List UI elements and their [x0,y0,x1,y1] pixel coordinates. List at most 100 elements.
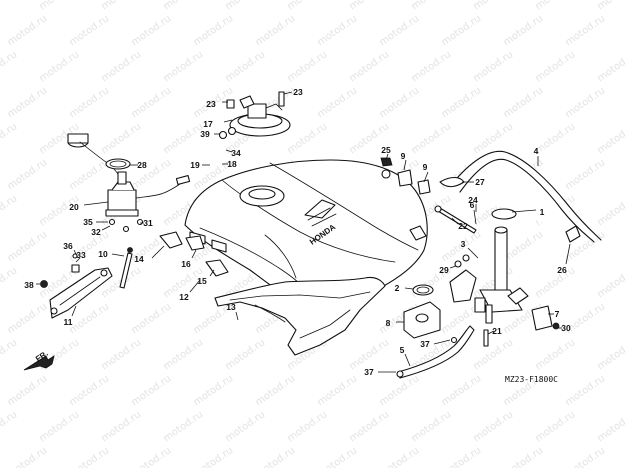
watermark-text: motod.ru [471,337,515,372]
watermark-text: motod.ru [191,445,235,468]
watermark-text: motod.ru [223,337,267,372]
callout-leader [404,287,414,290]
watermark-text: motod.ru [563,13,607,48]
watermark-text: motod.ru [533,337,577,372]
callout-leader [235,311,239,321]
callout-number: 38 [24,280,34,290]
watermark-text: motod.ru [533,0,577,12]
callout-number: 32 [91,227,101,237]
watermark-text: motod.ru [161,0,205,12]
watermark-text: motod.ru [67,373,111,408]
watermark-text: motod.ru [377,13,421,48]
watermark-text: motod.ru [5,13,49,48]
mount-bolt [437,207,477,234]
callout-number: 3 [461,239,466,249]
watermark-text: motod.ru [315,445,359,468]
watermark-text: motod.ru [67,85,111,120]
watermark-text: motod.ru [129,301,173,336]
callout-number: 9 [401,151,406,161]
callout-number: 4 [534,146,539,156]
watermark-text: motod.ru [99,0,143,12]
watermark-text: motod.ru [223,49,267,84]
watermark-text: motod.ru [563,157,607,192]
watermark-text: motod.ru [563,85,607,120]
watermark-text: motod.ru [0,193,19,228]
diagram-code: MZ23-F1800C [505,375,558,384]
callout-leader [209,269,215,277]
watermark-text: motod.ru [439,85,483,120]
callout-number: 37 [420,339,430,349]
watermark-text: motod.ru [347,49,391,84]
callout-number: 25 [381,145,391,155]
callout-number: 28 [137,160,147,170]
callout-leader [404,353,411,367]
watermark-text: motod.ru [595,409,625,444]
watermark-text: motod.ru [409,121,453,156]
watermark-text: motod.ru [223,409,267,444]
watermark-text: motod.ru [471,0,515,12]
callout-leader [403,159,407,171]
callout-number: 24 [468,195,478,205]
watermark-text: motod.ru [439,373,483,408]
watermark-text: motod.ru [595,121,625,156]
callout-number: 2 [395,283,400,293]
fuel-valve-assembly [474,208,529,324]
front-direction-arrow: FR. [23,349,55,371]
watermark-text: motod.ru [409,409,453,444]
watermark-text: motod.ru [377,85,421,120]
callout-number: 8 [386,318,391,328]
watermark-text: motod.ru [191,373,235,408]
watermark-text: motod.ru [377,445,421,468]
watermark-text: motod.ru [377,373,421,408]
watermark-text: motod.ru [161,409,205,444]
watermark-text: motod.ru [5,157,49,192]
watermark-text: motod.ru [285,49,329,84]
callout-leader [449,265,457,269]
watermark-text: motod.ru [129,85,173,120]
callout-leader [423,171,429,183]
watermark-text: motod.ru [533,121,577,156]
watermark-text: motod.ru [595,265,625,300]
watermark-text: motod.ru [161,49,205,84]
callout-leader [223,119,233,123]
callout-number: 31 [143,218,153,228]
watermark-text: motod.ru [67,229,111,264]
watermark-text: motod.ru [223,0,267,12]
watermark-text: motod.ru [315,13,359,48]
watermark-text: motod.ru [315,85,359,120]
callout-number: 11 [64,317,73,327]
watermark-text: motod.ru [5,229,49,264]
callout-number: 36 [63,241,73,251]
watermark-text: motod.ru [37,409,81,444]
watermark-text: motod.ru [439,445,483,468]
watermark-text: motod.ru [161,121,205,156]
callout-number: 19 [190,160,200,170]
breather-tube [451,150,602,243]
watermark-text: motod.ru [129,157,173,192]
callout-number: 18 [227,159,237,169]
watermark-text: motod.ru [409,49,453,84]
fuel-tank: HONDA [184,159,428,312]
watermark-text: motod.ru [315,373,359,408]
callout-number: 22 [458,221,468,231]
watermark-text: motod.ru [0,409,19,444]
watermark-text: motod.ru [67,445,111,468]
drain-rod [119,252,133,289]
watermark-text: motod.ru [501,229,545,264]
callout-number: 33 [76,250,86,260]
callout-number: 30 [561,323,571,333]
watermark-text: motod.ru [191,13,235,48]
callout-leader [83,201,109,206]
tank-mount-bracket [49,267,113,319]
watermark-text: motod.ru [533,49,577,84]
callout-number: 9 [423,162,428,172]
watermark-text: motod.ru [67,157,111,192]
fuel-pump-assembly [218,91,291,140]
callout-number: 17 [203,119,213,129]
watermark-text: motod.ru [347,409,391,444]
callout-number: 27 [475,177,485,187]
callout-number: 34 [231,148,241,158]
callout-number: 35 [83,217,93,227]
